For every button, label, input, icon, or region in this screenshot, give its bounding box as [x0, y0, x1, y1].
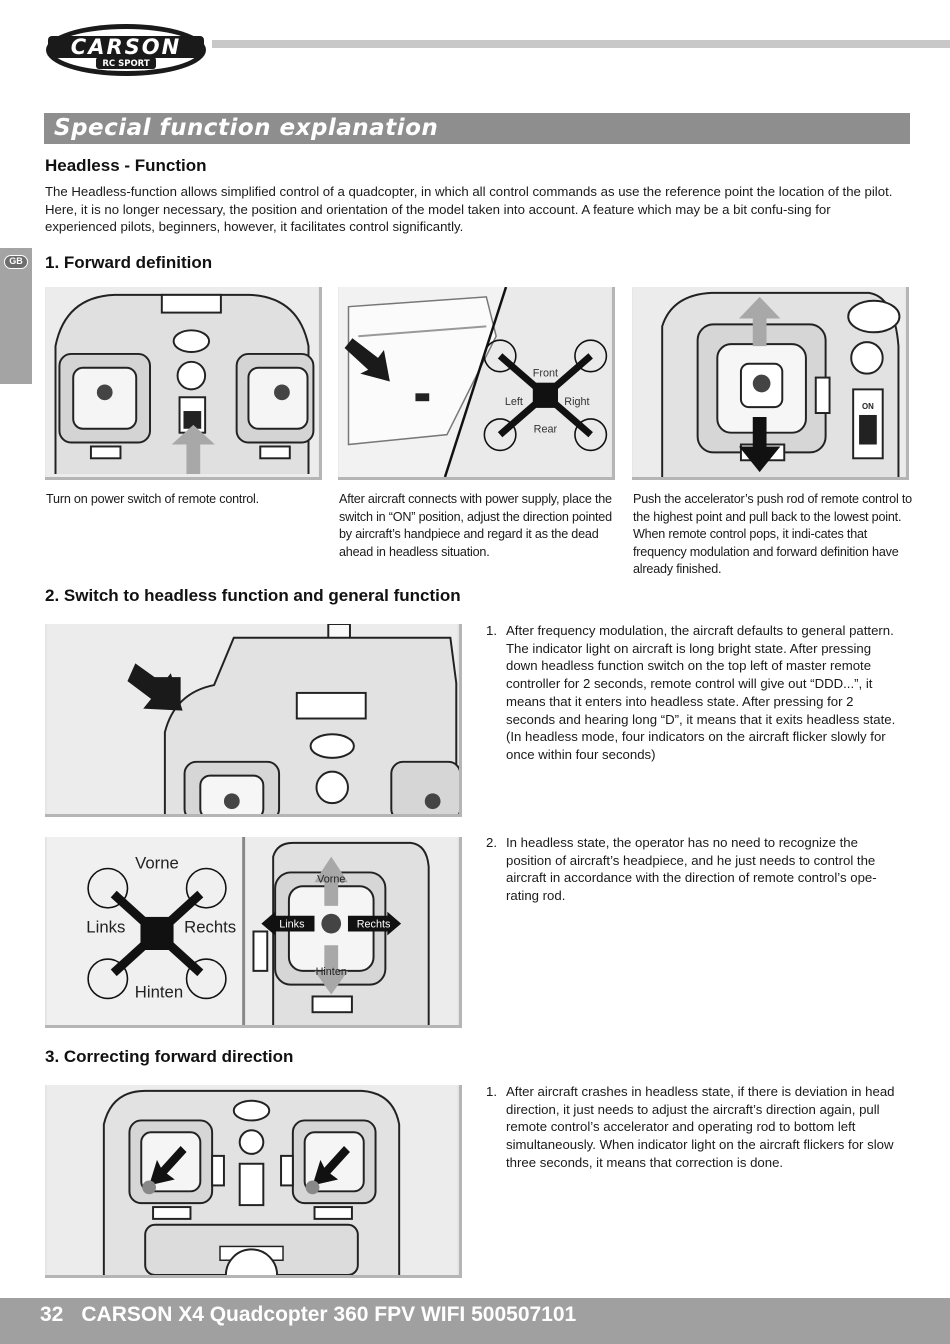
remote-hinten-label: Hinten	[316, 966, 347, 978]
forward-caption-3: Push the accelerator’s push rod of remot…	[633, 492, 912, 576]
figure-accelerator-push: ON	[632, 287, 909, 480]
figure-direction-labels: Vorne Links Rechts Hinten Vorne Links Re…	[45, 837, 462, 1028]
footer-bar	[0, 1298, 950, 1344]
forward-heading: 1. Forward definition	[45, 253, 213, 272]
switch-item-1-number: 1.	[486, 623, 497, 638]
correct-heading: 3. Correcting forward direction	[45, 1047, 294, 1066]
drone-links-label: Links	[86, 917, 125, 936]
drone-hinten-label: Hinten	[135, 982, 183, 1001]
correct-item-1-text: After aircraft crashes in headless state…	[506, 1084, 895, 1170]
switch-item-1-text: After frequency modulation, the aircraft…	[506, 623, 896, 762]
drone-rear-label: Rear	[534, 424, 558, 436]
figure-aircraft-on-switch: Front Left Right Rear	[338, 287, 615, 480]
switch-on-label: ON	[862, 402, 874, 411]
figure-remote-power-switch	[45, 287, 322, 480]
remote-rechts-label: Rechts	[357, 919, 391, 931]
switch-item-2-text: In headless state, the operator has no n…	[506, 835, 877, 904]
footer: 32 CARSON X4 Quadcopter 360 FPV WIFI 5005…	[40, 1303, 576, 1327]
switch-heading: 2. Switch to headless function and gener…	[45, 586, 461, 605]
headless-heading: Headless - Function	[45, 156, 207, 175]
brand-sub: RC SPORT	[102, 59, 149, 69]
correct-item-1-number: 1.	[486, 1084, 497, 1099]
headless-intro: The Headless-function allows simplified …	[45, 184, 893, 234]
switch-item-2: 2. In headless state, the operator has n…	[486, 834, 906, 905]
section-bar: Special function explanation	[44, 113, 910, 144]
figure-correct-direction	[45, 1085, 462, 1278]
language-badge: GB	[4, 255, 28, 269]
drone-vorne-label: Vorne	[135, 853, 179, 872]
correct-item-1: 1. After aircraft crashes in headless st…	[486, 1083, 906, 1172]
footer-title: CARSON X4 Quadcopter 360 FPV WIFI 500507…	[81, 1303, 577, 1326]
page-number: 32	[40, 1303, 64, 1326]
forward-caption-2: After aircraft connects with power suppl…	[339, 492, 612, 559]
header-rule	[212, 40, 950, 48]
brand-name: CARSON	[71, 35, 181, 59]
forward-caption-1: Turn on power switch of remote control.	[46, 492, 259, 506]
carson-logo: CARSON RC SPORT	[44, 22, 208, 78]
section-title: Special function explanation	[54, 115, 439, 141]
remote-links-label: Links	[279, 919, 305, 931]
drone-front-label: Front	[533, 368, 558, 380]
switch-item-1: 1. After frequency modulation, the aircr…	[486, 622, 906, 764]
drone-right-label: Right	[564, 396, 589, 408]
language-side-tab	[0, 248, 32, 384]
switch-item-2-number: 2.	[486, 835, 497, 850]
drone-left-label: Left	[505, 396, 523, 408]
figure-headless-switch	[45, 624, 462, 817]
drone-rechts-label: Rechts	[184, 917, 236, 936]
remote-vorne-label: Vorne	[317, 873, 345, 885]
